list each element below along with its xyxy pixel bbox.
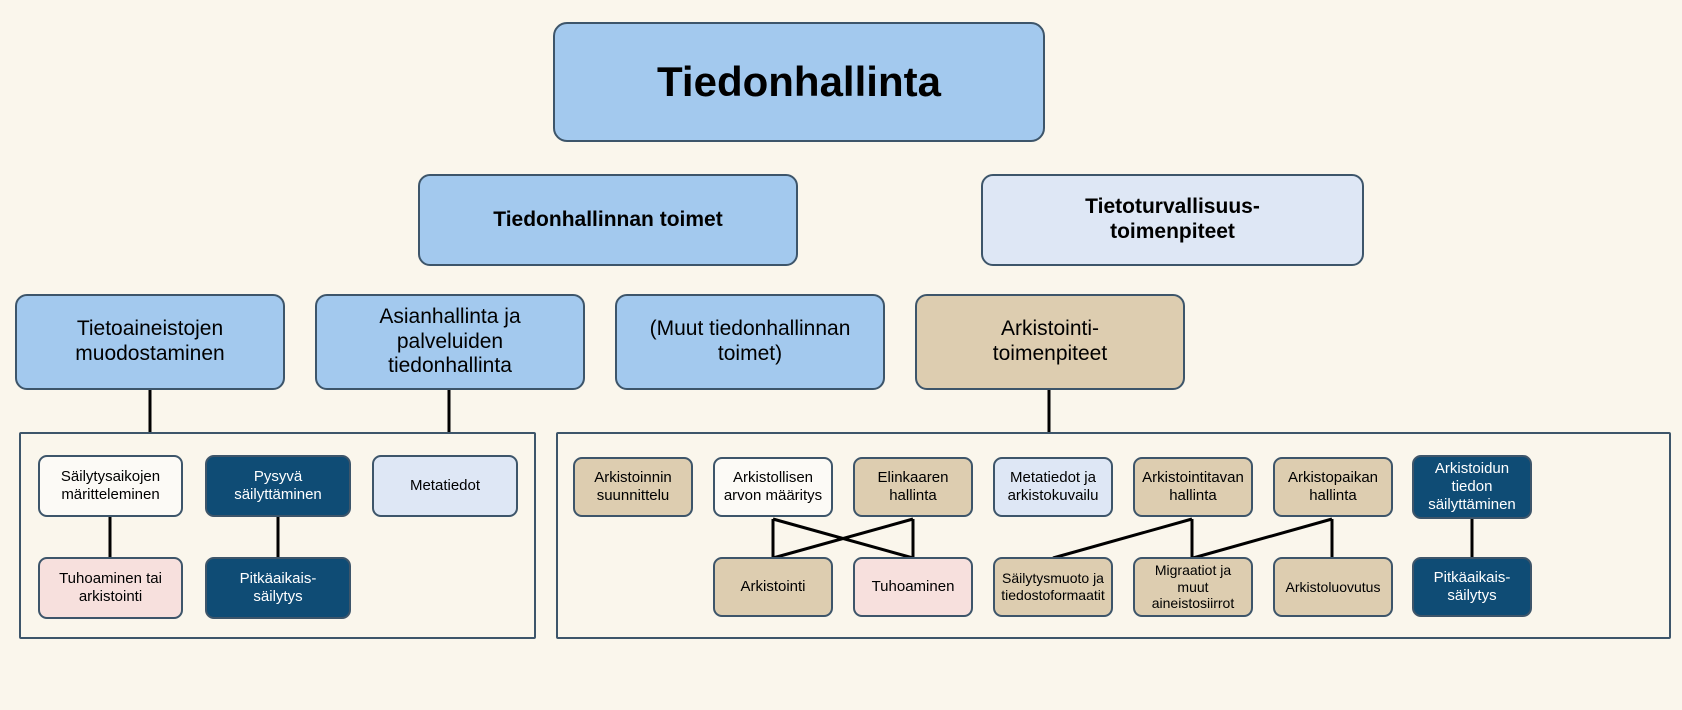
node-arkistopaikan-hallinta[interactable]: Arkistopaikan hallinta bbox=[1273, 457, 1393, 517]
node-tuhoaminen[interactable]: Tuhoaminen bbox=[853, 557, 973, 617]
node-tiedonhallinnan-toimet[interactable]: Tiedonhallinnan toimet bbox=[418, 174, 798, 266]
group-frame-tiedonhallinnan-toimet bbox=[19, 432, 536, 639]
node-pitkaaikais-sailytys-right[interactable]: Pitkäaikais- säilytys bbox=[1412, 557, 1532, 617]
node-sailytysmuoto-ja-tiedostoformaatit[interactable]: Säilytysmuoto ja tiedostoformaatit bbox=[993, 557, 1113, 617]
node-migraatiot-ja-muut-aineistosiirrot[interactable]: Migraatiot ja muut aineistosiirrot bbox=[1133, 557, 1253, 617]
node-arkistoinnin-suunnittelu[interactable]: Arkistoinnin suunnittelu bbox=[573, 457, 693, 517]
node-elinkaaren-hallinta[interactable]: Elinkaaren hallinta bbox=[853, 457, 973, 517]
group-frame-arkistointi-toimenpiteet bbox=[556, 432, 1671, 639]
node-metatiedot-ja-arkistokuvailu[interactable]: Metatiedot ja arkistokuvailu bbox=[993, 457, 1113, 517]
node-arkistointi-toimenpiteet[interactable]: Arkistointi- toimenpiteet bbox=[915, 294, 1185, 390]
node-muut-tiedonhallinnan-toimet[interactable]: (Muut tiedonhallinnan toimet) bbox=[615, 294, 885, 390]
node-arkistoidun-tiedon-sailyttaminen[interactable]: Arkistoidun tiedon säilyttäminen bbox=[1412, 455, 1532, 519]
node-sailytysaikojen-maritteleminen[interactable]: Säilytysaikojen märitteleminen bbox=[38, 455, 183, 517]
node-root-tiedonhallinta[interactable]: Tiedonhallinta bbox=[553, 22, 1045, 142]
node-arkistollisen-arvon-maaritys[interactable]: Arkistollisen arvon määritys bbox=[713, 457, 833, 517]
node-arkistoluovutus[interactable]: Arkistoluovutus bbox=[1273, 557, 1393, 617]
node-metatiedot[interactable]: Metatiedot bbox=[372, 455, 518, 517]
node-tietoturvallisuus-toimenpiteet[interactable]: Tietoturvallisuus- toimenpiteet bbox=[981, 174, 1364, 266]
node-arkistointi[interactable]: Arkistointi bbox=[713, 557, 833, 617]
node-arkistointitavan-hallinta[interactable]: Arkistointitavan hallinta bbox=[1133, 457, 1253, 517]
node-pysyva-sailyttaminen[interactable]: Pysyvä säilyttäminen bbox=[205, 455, 351, 517]
node-tuhoaminen-tai-arkistointi[interactable]: Tuhoaminen tai arkistointi bbox=[38, 557, 183, 619]
node-tietoaineistojen-muodostaminen[interactable]: Tietoaineistojen muodostaminen bbox=[15, 294, 285, 390]
node-pitkaaikais-sailytys-left[interactable]: Pitkäaikais- säilytys bbox=[205, 557, 351, 619]
node-asianhallinta-palveluiden-tiedonhallinta[interactable]: Asianhallinta ja palveluiden tiedonhalli… bbox=[315, 294, 585, 390]
